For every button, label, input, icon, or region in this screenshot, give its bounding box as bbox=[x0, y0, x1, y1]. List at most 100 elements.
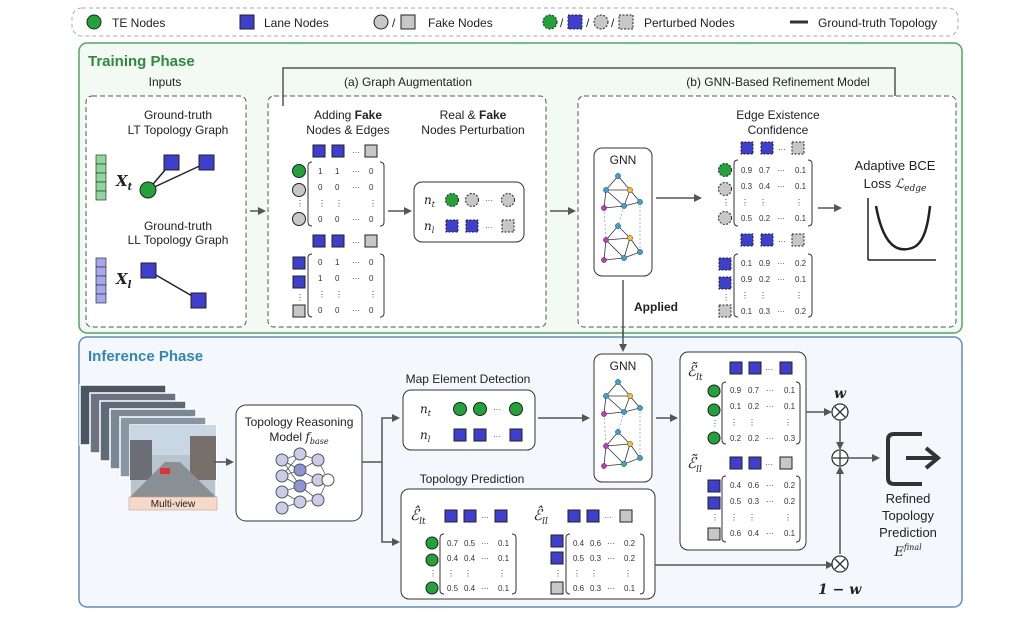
matrix-cell: 0.1 bbox=[784, 529, 796, 538]
gnn-edge bbox=[603, 205, 625, 209]
training-phase-title: Training Phase bbox=[88, 53, 195, 70]
matrix-cell: 0.2 bbox=[759, 275, 771, 284]
training-gnn-label: GNN bbox=[610, 153, 637, 167]
gnn-node bbox=[615, 429, 621, 435]
gnn-edge bbox=[629, 443, 641, 459]
gnn-edge bbox=[603, 239, 607, 261]
perturbed-te-node-legend-icon bbox=[542, 14, 558, 30]
topology-reasoning-model-box bbox=[235, 404, 363, 522]
refined-line2: Topology bbox=[882, 508, 935, 523]
one-minus-w-label: 1 − w bbox=[818, 582, 862, 598]
adding-fake-line1: Adding Fake bbox=[314, 108, 382, 122]
map-detection-box bbox=[402, 389, 536, 451]
matrix-cell: 0.5 bbox=[447, 584, 459, 593]
matrix-cell: 0.2 bbox=[624, 539, 636, 548]
matrix-cell: ⋮ bbox=[795, 198, 803, 207]
gnn-edge bbox=[623, 443, 631, 465]
gnn-edge bbox=[605, 443, 631, 447]
exit-output-icon bbox=[886, 432, 942, 486]
gnn-node bbox=[603, 187, 609, 193]
matrix-cell: 0 bbox=[335, 274, 340, 283]
matrix-cell: 0.3 bbox=[784, 434, 796, 443]
matrix-cell: ⋮ bbox=[369, 199, 377, 208]
lt-graph-te-node bbox=[139, 181, 157, 199]
matrix-cell: ⋮ bbox=[784, 513, 792, 522]
matrix-cell: 0.1 bbox=[784, 402, 796, 411]
svg-text:···: ··· bbox=[485, 196, 493, 205]
gnn-node bbox=[601, 463, 607, 469]
gnn-edge bbox=[603, 445, 607, 467]
matrix-cell: 0.5 bbox=[573, 554, 585, 563]
gnn-node bbox=[601, 205, 607, 211]
matrix-cell: 0.1 bbox=[498, 584, 510, 593]
gnn-edge bbox=[623, 237, 631, 259]
inf-nl-symbol: nl bbox=[420, 428, 431, 444]
ref-e-ll-symbol: ℰ̃ll bbox=[687, 453, 702, 475]
matrix-cell: ⋮ bbox=[498, 569, 506, 578]
matrix-cell: ··· bbox=[766, 529, 774, 538]
refinement-model-box bbox=[577, 95, 957, 328]
matrix-cell: ··· bbox=[607, 584, 615, 593]
gnn-edge bbox=[605, 445, 625, 465]
refinement-model-label: (b) GNN-Based Refinement Model bbox=[686, 75, 869, 89]
refined-line1: Refined bbox=[886, 491, 931, 506]
svg-text:···: ··· bbox=[765, 460, 773, 469]
topology-prediction-label: Topology Prediction bbox=[420, 472, 525, 486]
lane-node-legend-icon bbox=[239, 14, 255, 30]
gnn-node bbox=[637, 405, 643, 411]
matrix-cell: ··· bbox=[766, 481, 774, 490]
gnn-edge bbox=[617, 175, 631, 191]
inference-gnn-graph-icon bbox=[601, 379, 643, 469]
svg-text:⋮: ⋮ bbox=[722, 198, 730, 207]
gnn-node bbox=[627, 393, 633, 399]
lt-graph-lane-node bbox=[163, 154, 180, 171]
perturbed-lane-node-legend-icon bbox=[567, 14, 583, 30]
training-gnn-box bbox=[593, 147, 653, 277]
matrix-cell: 0 bbox=[318, 306, 323, 315]
inputs-box bbox=[85, 95, 247, 328]
matrix-cell: ⋮ bbox=[335, 199, 343, 208]
gnn-edge bbox=[603, 395, 607, 415]
svg-text:⋮: ⋮ bbox=[722, 293, 730, 302]
matrix-cell: ··· bbox=[352, 258, 360, 267]
gnn-edge bbox=[605, 175, 619, 191]
te-node-legend-icon bbox=[86, 14, 102, 30]
matrix-cell: 0.7 bbox=[748, 386, 760, 395]
multiply-w-icon bbox=[831, 403, 849, 421]
matrix-cell: 0.2 bbox=[795, 259, 807, 268]
matrix-cell: ··· bbox=[352, 274, 360, 283]
matrix-cell: 0 bbox=[369, 274, 374, 283]
ref-e-lt-symbol: ℰ̃lt bbox=[687, 361, 703, 383]
matrix-cell: 0.2 bbox=[795, 307, 807, 316]
real-fake-line1: Real & Fake bbox=[440, 108, 507, 122]
matrix-cell: ··· bbox=[481, 584, 489, 593]
svg-text:···: ··· bbox=[352, 148, 360, 157]
matrix-cell: 0.5 bbox=[741, 214, 753, 223]
matrix-cell: ··· bbox=[481, 554, 489, 563]
matrix-cell: ··· bbox=[777, 182, 785, 191]
matrix-cell: ⋮ bbox=[447, 569, 455, 578]
svg-text:⋮: ⋮ bbox=[296, 293, 304, 302]
matrix-cell: 0 bbox=[369, 167, 374, 176]
legend: TE Nodes Lane Nodes / Fake Nodes / / / P… bbox=[71, 7, 959, 37]
sum-icon bbox=[831, 449, 849, 467]
matrix-cell: 0 bbox=[369, 258, 374, 267]
svg-text:···: ··· bbox=[493, 405, 501, 414]
gnn-node bbox=[627, 441, 633, 447]
trm-line2: Model fbase bbox=[269, 430, 328, 446]
matrix-cell: ··· bbox=[777, 214, 785, 223]
matrix-cell: 0 bbox=[369, 183, 374, 192]
matrix-cell: ⋮ bbox=[318, 199, 326, 208]
matrix-cell: ··· bbox=[777, 307, 785, 316]
matrix-cell: ··· bbox=[766, 386, 774, 395]
inference-gnn-label: GNN bbox=[610, 359, 637, 373]
matrix-cell: 0.2 bbox=[759, 214, 771, 223]
neural-network-icon bbox=[275, 447, 335, 515]
gnn-node bbox=[621, 255, 627, 261]
svg-text:···: ··· bbox=[765, 365, 773, 374]
matrix-cell: ⋮ bbox=[741, 198, 749, 207]
